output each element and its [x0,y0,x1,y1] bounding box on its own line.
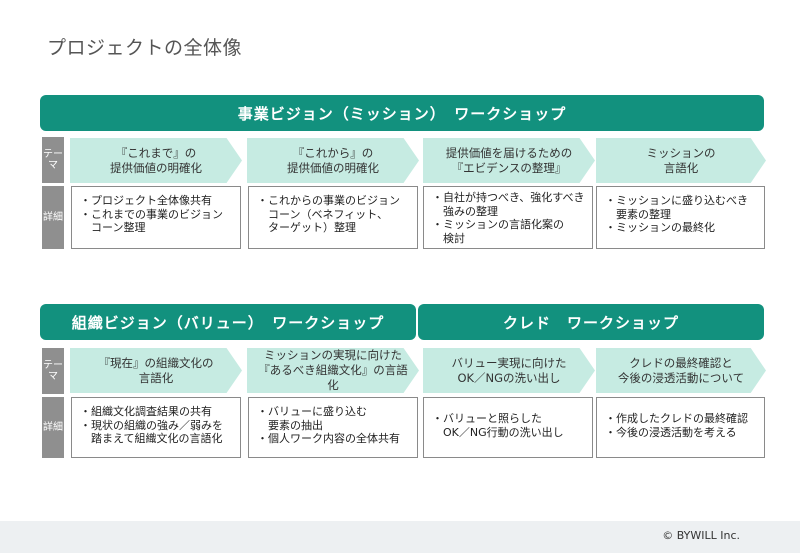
footer-bar: © BYWILL Inc. [0,521,800,553]
theme-text: ミッションの 言語化 [646,145,716,175]
detail-item: ・自社が持つべき、強化すべき [432,191,585,204]
detail-item: ・これからの事業のビジョン [257,194,400,207]
theme-arrow: クレドの最終確認と 今後の浸透活動について [596,348,766,393]
detail-item: ・今後の浸透活動を考える [605,425,737,439]
detail-box: ・これからの事業のビジョン コーン（ベネフィット、 ターゲット）整理 [248,186,418,249]
detail-label: 詳細 [42,397,64,458]
theme-text: 『これまで』の 提供価値の明確化 [109,145,202,175]
detail-item: コーン整理 [80,221,146,234]
detail-item: ・ミッションの最終化 [605,221,715,234]
detail-box: ・バリューと照らした OK／NG行動の洗い出し [423,397,593,458]
detail-item: ・ミッションに盛り込むべき [605,194,748,207]
detail-box: ・自社が持つべき、強化すべき 強みの整理 ・ミッションの言語化案の 検討 [423,186,593,249]
detail-box: ・プロジェクト全体像共有 ・これまでの事業のビジョン コーン整理 [71,186,241,249]
theme-arrow: 『現在』の組織文化の 言語化 [70,348,242,393]
detail-item: ・ミッションの言語化案の [432,218,564,231]
theme-label: テーマ [42,137,64,183]
theme-label: テーマ [42,348,64,394]
detail-item: ・バリューと照らした [432,412,542,425]
detail-item: ・現状の組織の強み／弱みを [80,418,223,432]
theme-text: 提供価値を届けるための 『エビデンスの整理』 [445,145,573,175]
detail-item: 強みの整理 [432,204,498,218]
detail-box: ・バリューに盛り込む 要素の抽出 ・個人ワーク内容の全体共有 [248,397,418,458]
detail-item: OK／NG行動の洗い出し [432,425,564,439]
detail-item: 要素の抽出 [257,418,323,432]
detail-item: ・プロジェクト全体像共有 [80,194,212,207]
copyright: © BYWILL Inc. [662,529,740,542]
theme-text: クレドの最終確認と 今後の浸透活動について [617,355,745,385]
detail-item: 検討 [432,231,465,245]
mission-workshop-banner: 事業ビジョン（ミッション） ワークショップ [40,95,764,131]
detail-item: ・組織文化調査結果の共有 [80,405,212,418]
credo-workshop-banner: クレド ワークショップ [418,304,764,340]
detail-item: ・これまでの事業のビジョン [80,207,223,221]
theme-text: 『現在』の組織文化の 言語化 [98,355,214,385]
detail-item: コーン（ベネフィット、 [257,207,389,221]
theme-arrow: ミッションの実現に向けた 『あるべき組織文化』の言語化 [247,348,419,393]
theme-arrow: 『これから』の 提供価値の明確化 [247,138,419,183]
detail-box: ・作成したクレドの最終確認 ・今後の浸透活動を考える [596,397,765,458]
value-workshop-banner: 組織ビジョン（バリュー） ワークショップ [40,304,416,340]
theme-text: ミッションの実現に向けた 『あるべき組織文化』の言語化 [258,348,408,392]
theme-arrow: 提供価値を届けるための 『エビデンスの整理』 [423,138,595,183]
page-title: プロジェクトの全体像 [47,37,243,59]
theme-text: バリュー実現に向けた OK／NGの洗い出し [451,355,567,385]
theme-arrow: バリュー実現に向けた OK／NGの洗い出し [423,348,595,393]
detail-item: ターゲット）整理 [257,221,356,234]
detail-box: ・ミッションに盛り込むべき 要素の整理 ・ミッションの最終化 [596,186,765,249]
detail-item: 要素の整理 [605,207,671,221]
theme-arrow: 『これまで』の 提供価値の明確化 [70,138,242,183]
theme-arrow: ミッションの 言語化 [596,138,766,183]
detail-box: ・組織文化調査結果の共有 ・現状の組織の強み／弱みを 踏まえて組織文化の言語化 [71,397,241,458]
detail-item: ・作成したクレドの最終確認 [605,412,748,425]
detail-label: 詳細 [42,186,64,249]
theme-text: 『これから』の 提供価値の明確化 [286,145,379,175]
detail-item: ・個人ワーク内容の全体共有 [257,432,400,445]
detail-item: ・バリューに盛り込む [257,405,367,418]
detail-item: 踏まえて組織文化の言語化 [80,432,223,445]
